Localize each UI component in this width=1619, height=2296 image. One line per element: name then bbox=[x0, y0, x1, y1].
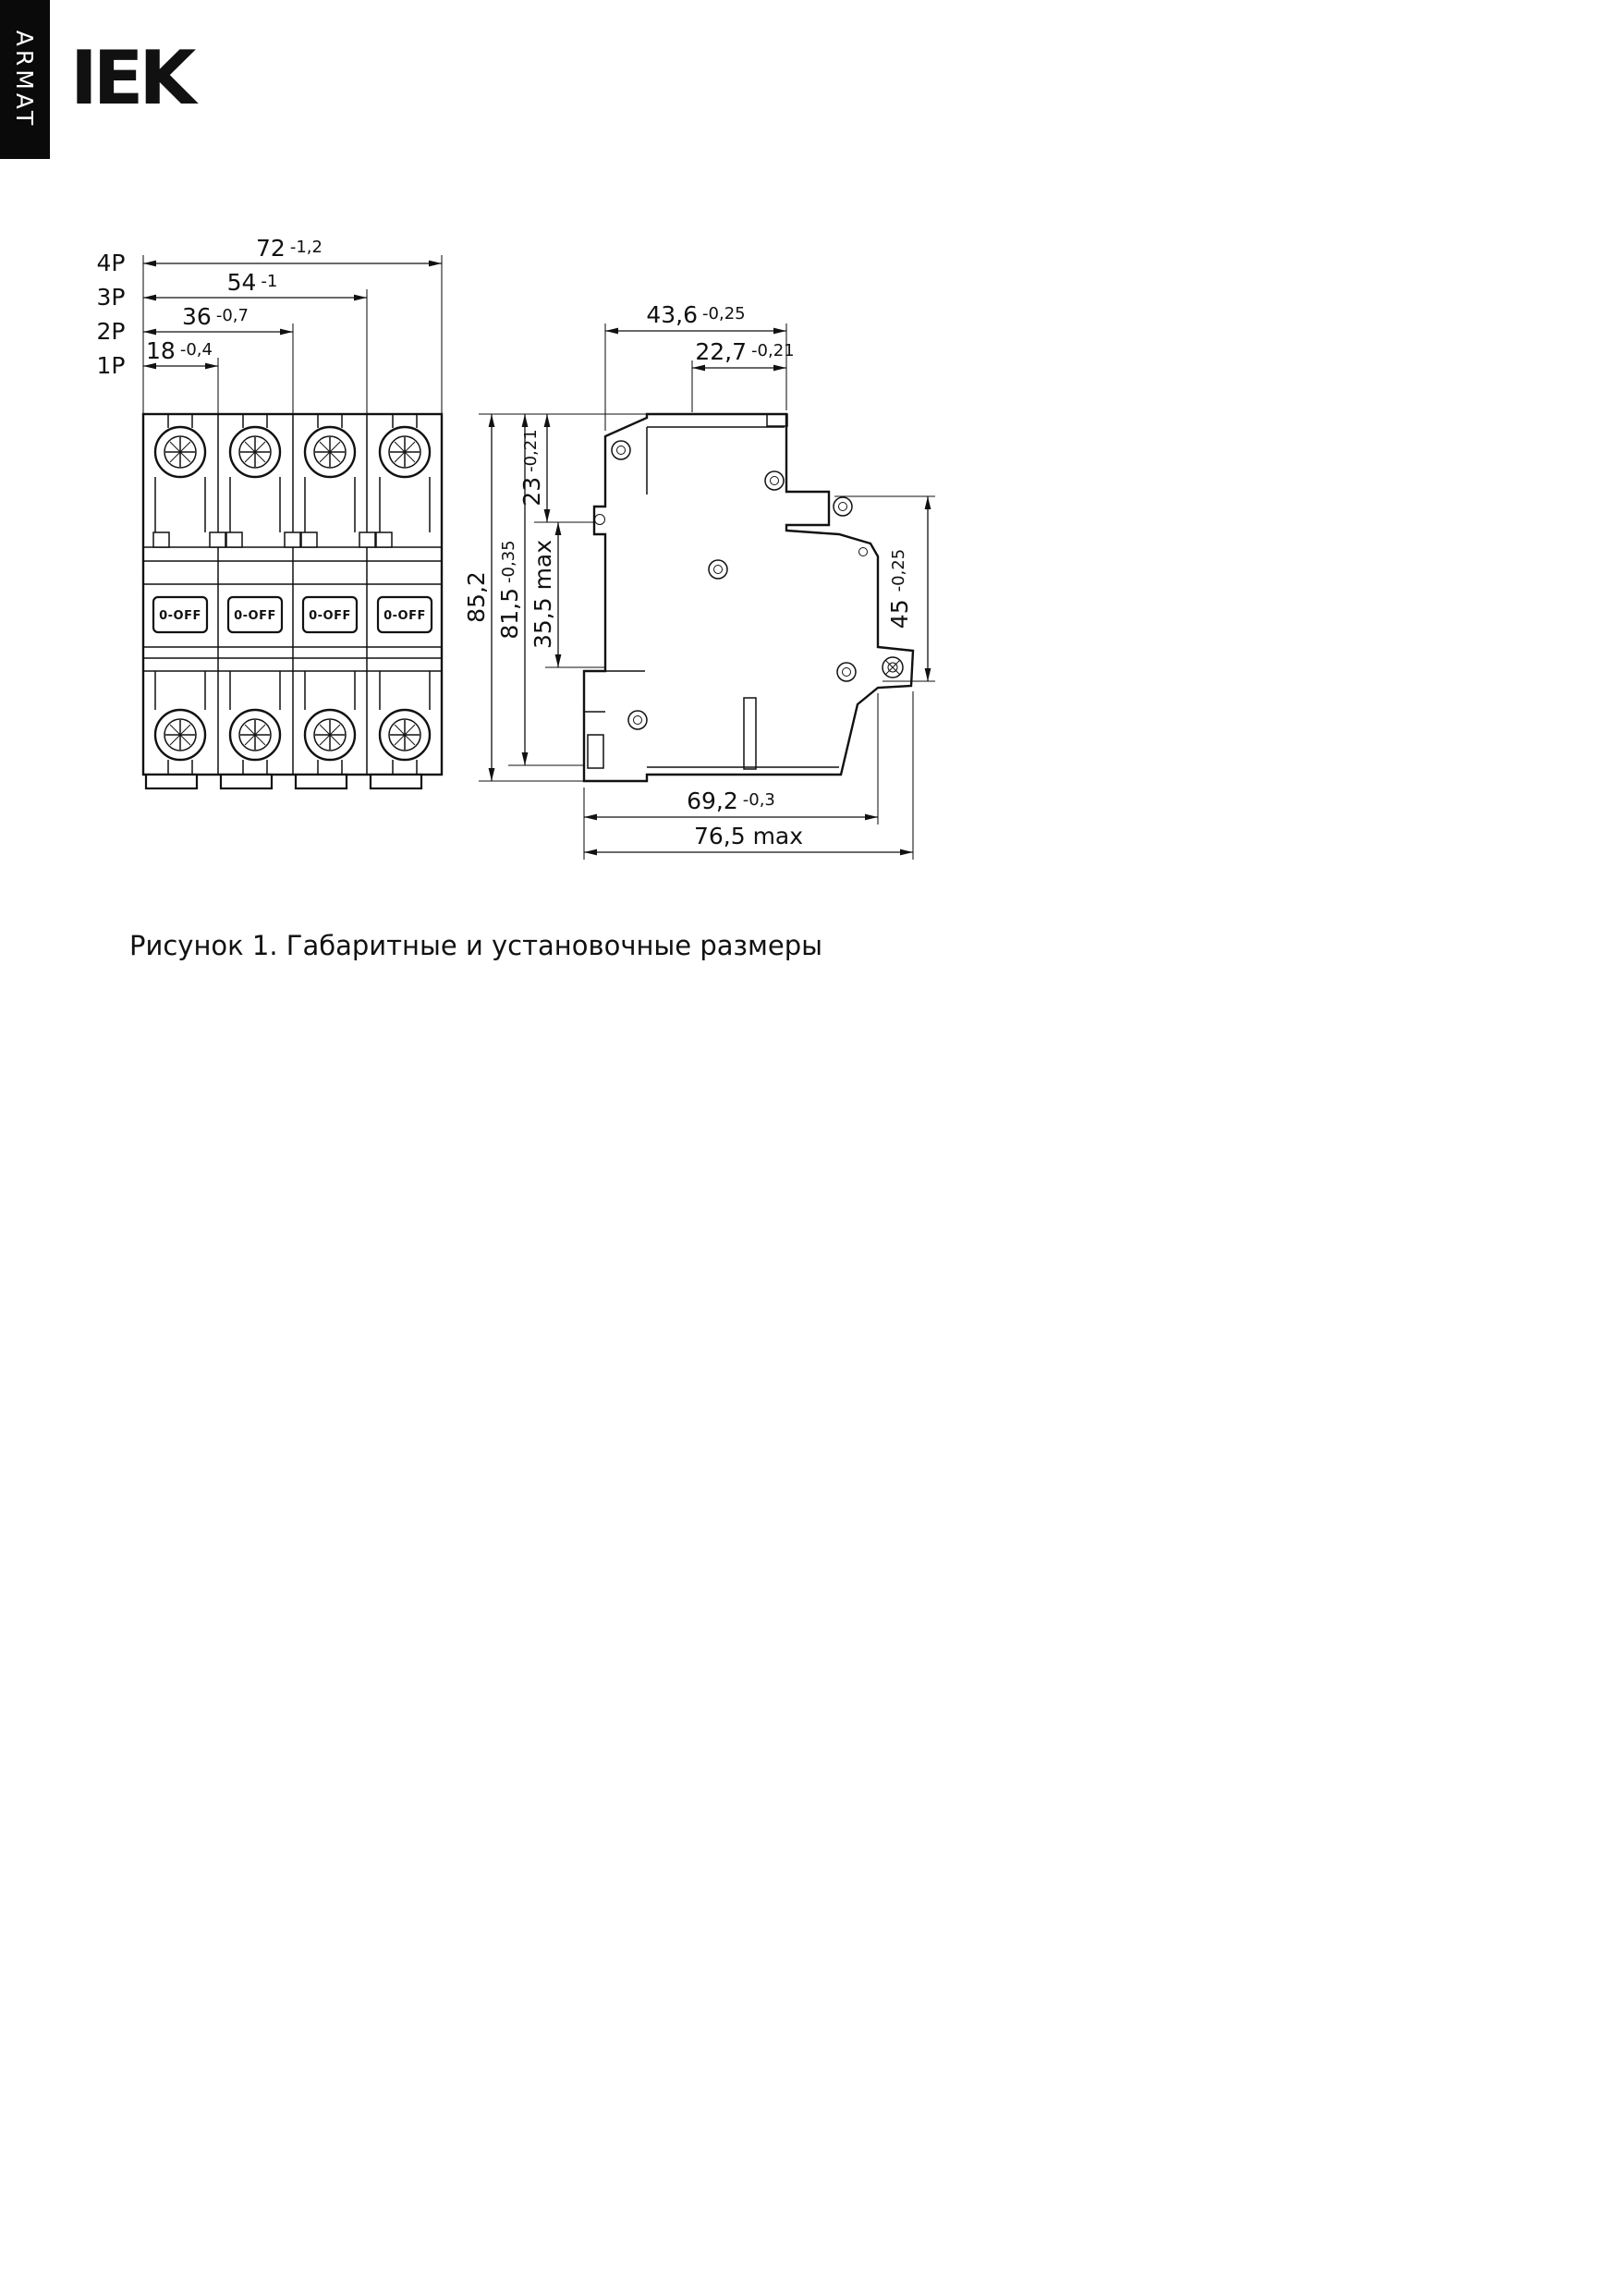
rivet bbox=[764, 470, 785, 491]
bottom-clamp-channels bbox=[154, 671, 431, 710]
side-depth-dimensions: 43,6-0,25 22,7-0,21 45-0,25 69,2-0,3 76,… bbox=[583, 301, 935, 860]
terminal-screw bbox=[228, 708, 282, 762]
dim-value-depth: 43,6-0,25 bbox=[646, 301, 745, 328]
mounting-feet bbox=[144, 773, 423, 790]
series-sidebar bbox=[0, 0, 50, 159]
dim-value-max-depth: 76,5 max bbox=[694, 823, 803, 849]
dim-value-4p: 72-1,2 bbox=[256, 235, 323, 262]
dim-value-upper-depth: 22,7-0,21 bbox=[695, 338, 794, 365]
dim-value-top-zone: 23-0,21 bbox=[518, 429, 545, 506]
toggle-switch bbox=[226, 595, 284, 634]
toggle-label: 0-OFF bbox=[383, 609, 426, 623]
toggle-label: 0-OFF bbox=[309, 609, 351, 623]
rivet bbox=[708, 559, 728, 580]
top-terminal-stubs bbox=[167, 414, 418, 428]
rivet bbox=[836, 662, 857, 682]
pole-label-3p: 3P bbox=[97, 284, 126, 311]
dim-value-3p: 54-1 bbox=[227, 269, 278, 296]
toggle-label: 0-OFF bbox=[234, 609, 276, 623]
rivet bbox=[627, 710, 648, 730]
top-tab bbox=[766, 413, 788, 427]
side-internal-lines bbox=[584, 426, 839, 768]
rear-slot bbox=[743, 697, 757, 770]
mounting-tabs bbox=[152, 531, 393, 548]
series-label: ARMAT bbox=[11, 31, 38, 128]
figure-caption: Рисунок 1. Габаритные и установочные раз… bbox=[129, 930, 822, 961]
terminal-screw bbox=[153, 708, 207, 762]
brand-header: ARMAT IEK bbox=[0, 0, 203, 159]
dim-value-1p: 18-0,4 bbox=[146, 337, 213, 364]
front-view-drawing: 0-OFF 0-OFF 0-OFF 0-OFF bbox=[141, 412, 444, 790]
dim-value-height: 85,2 bbox=[463, 571, 490, 623]
toggle-switch bbox=[376, 595, 433, 634]
terminal-screw bbox=[303, 425, 357, 479]
brand-logo: IEK bbox=[70, 35, 199, 121]
height-extension-lines bbox=[479, 413, 647, 782]
toggle-switch bbox=[152, 595, 209, 634]
rivet bbox=[611, 440, 631, 460]
side-view-drawing bbox=[582, 412, 915, 783]
pole-dividers bbox=[217, 414, 368, 775]
din-clip-spring bbox=[587, 734, 604, 769]
dim-value-lower-depth: 69,2-0,3 bbox=[687, 788, 775, 814]
pole-label-1p: 1P bbox=[97, 352, 126, 379]
terminal-screw bbox=[303, 708, 357, 762]
pole-label-4p: 4P bbox=[97, 250, 126, 276]
latch-pin bbox=[594, 514, 605, 525]
terminal-screw bbox=[228, 425, 282, 479]
side-extension-lines bbox=[583, 324, 935, 860]
pole-label-2p: 2P bbox=[97, 318, 126, 345]
terminal-screw bbox=[378, 425, 432, 479]
front-pin bbox=[858, 547, 868, 556]
terminal-screw bbox=[378, 708, 432, 762]
height-dimensions: 85,2 81,5-0,35 23-0,21 35,5 max bbox=[463, 413, 647, 782]
dim-value-mounting-height: 81,5-0,35 bbox=[496, 540, 523, 639]
bottom-terminal-stubs bbox=[167, 760, 418, 775]
dim-value-front-height: 45-0,25 bbox=[886, 549, 913, 629]
side-profile-outline bbox=[582, 412, 915, 783]
terminal-screw bbox=[153, 425, 207, 479]
toggle-label: 0-OFF bbox=[159, 609, 201, 623]
width-extension-lines bbox=[142, 255, 443, 414]
technical-drawing: ARMAT IEK bbox=[0, 0, 935, 961]
clamp-screw bbox=[882, 656, 904, 678]
front-width-dimensions: 4P 3P 2P 1P 72-1,2 54-1 36-0,7 18-0,4 bbox=[97, 235, 443, 414]
toggle-switches: 0-OFF 0-OFF 0-OFF 0-OFF bbox=[152, 595, 433, 634]
top-clamp-channels bbox=[154, 477, 431, 532]
toggle-switch bbox=[301, 595, 359, 634]
dim-value-2p: 36-0,7 bbox=[182, 303, 249, 330]
rivet bbox=[833, 496, 853, 517]
dim-value-handle-zone: 35,5 max bbox=[530, 540, 556, 649]
